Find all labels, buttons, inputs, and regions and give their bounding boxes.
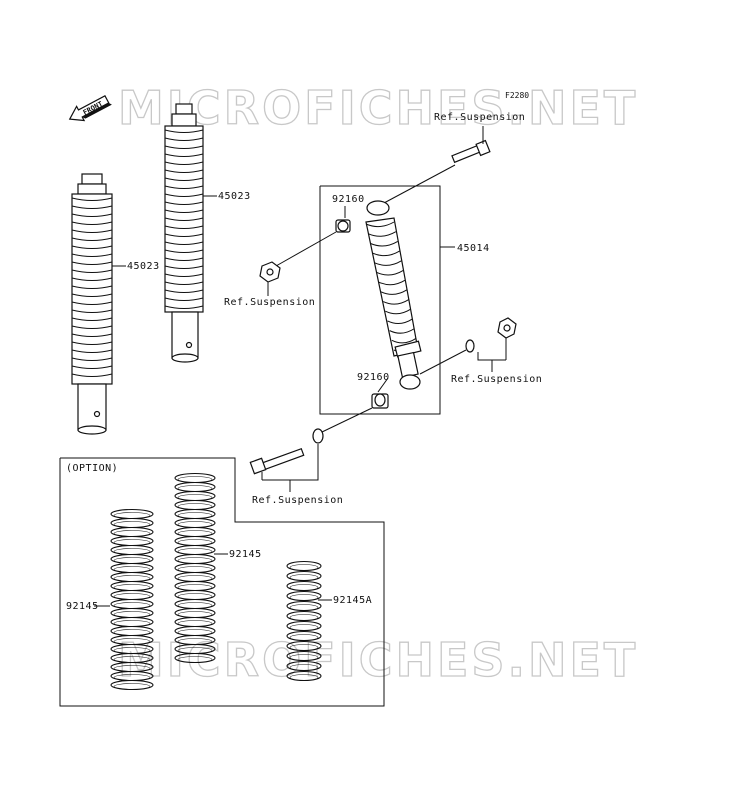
label-45023-middle: 45023 <box>218 191 251 202</box>
bushing-top <box>335 219 351 233</box>
label-ref-bottom: Ref.Suspension <box>252 495 343 506</box>
watermark-bottom: MICROFICHES.NET <box>118 633 638 687</box>
label-92145-center: 92145 <box>229 549 262 560</box>
shock-absorber-left <box>71 173 113 435</box>
label-92160-bottom: 92160 <box>357 372 390 383</box>
watermark-top: MICROFICHES.NET <box>118 81 638 135</box>
label-92145-left: 92145 <box>66 601 99 612</box>
spring-left <box>110 508 154 691</box>
label-92145A: 92145A <box>333 595 372 606</box>
label-92160-top: 92160 <box>332 194 365 205</box>
front-arrow-icon: FRONT <box>68 95 112 122</box>
label-ref-left: Ref.Suspension <box>224 297 315 308</box>
spring-center <box>174 472 216 664</box>
label-45014: 45014 <box>457 243 490 254</box>
bushing-bottom <box>371 393 389 409</box>
right-fastener <box>465 317 517 353</box>
label-45023-left: 45023 <box>127 261 160 272</box>
diagram-code: F2280 <box>505 91 529 100</box>
bottom-fastener <box>249 428 324 475</box>
nut-left <box>259 261 281 283</box>
label-ref-right: Ref.Suspension <box>451 374 542 385</box>
option-group-label: (OPTION) <box>66 463 118 474</box>
top-bolt <box>451 139 491 164</box>
shock-absorber-assembly <box>365 200 422 390</box>
spring-small <box>286 560 322 682</box>
label-ref-top: Ref.Suspension <box>434 112 525 123</box>
shock-absorber-middle <box>164 103 204 363</box>
